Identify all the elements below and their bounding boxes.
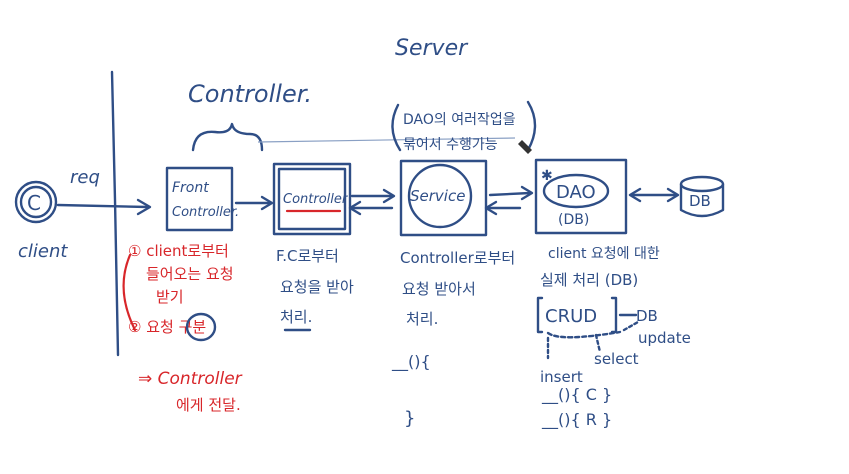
dao-note-paren-right [526,100,537,152]
front-controller-box [165,166,234,232]
front-note-6: 에게 전달. [176,396,241,414]
front-note-4: ② 요청 구분 [128,318,206,336]
controller-group-brace [191,122,264,152]
service-code-1: __(){ [391,352,431,372]
client-circle-outer [14,180,58,224]
client-circle-letter: C [27,191,41,215]
controller-note-1: F.C로부터 [276,247,339,265]
front-note-3: 받기 [156,288,184,306]
service-code-2: } [404,408,415,429]
dao-note-line-2: 묶어서 수행가능 [403,137,498,153]
dao-to-service-arrow-head [484,200,498,216]
dao-db-arrow-head-left [628,187,642,203]
service-circle [407,163,473,229]
server-boundary-line [110,70,120,357]
service-box-label: Service [410,187,465,205]
crud-db-label: DB [636,307,658,325]
service-box [399,159,488,237]
update-label: update [638,329,691,347]
server-title: Server [395,36,469,61]
select-dashed-line [594,333,602,354]
front-controller-label-2: Controller. [172,205,239,220]
db-label: DB [689,192,711,210]
front-note-2: 들어오는 요청 [146,265,234,283]
crud-bracket-right [610,296,618,334]
front-note-bracket [122,253,137,332]
dao-code-2: __(){ R } [541,410,612,430]
front-note-1: ① client로부터 [128,242,229,260]
dao-note-paren-left [391,103,402,152]
service-note-3: 처리. [406,310,438,328]
req-arrow-head [136,198,152,216]
controller-box-label: Controller [283,192,349,207]
controller-note-2: 요청을 받아 [280,278,354,296]
dao-db-arrow-head-right [666,187,680,203]
crud-bracket-left [536,296,544,334]
dao-db-label: (DB) [558,212,589,228]
service-note-1: Controller로부터 [400,249,515,267]
dao-box [534,158,628,235]
insert-label: insert [540,368,583,386]
dao-ellipse [542,173,610,209]
front-note-circle-mark [185,312,217,342]
fc-to-controller-arrow-head [260,195,274,211]
pen-cursor-icon [518,140,532,154]
service-note-2: 요청 받아서 [402,280,476,298]
service-to-dao-arrow [488,191,532,197]
service-to-dao-arrow-head [520,185,534,201]
dao-code-1: __(){ C } [541,385,612,405]
crud-label: CRUD [545,306,597,327]
crud-dashed-curve [546,330,622,339]
controller-box-outer [272,162,352,236]
controller-box-inner [277,167,347,231]
pen-stroke-line [257,137,516,143]
front-controller-label-1: Front [172,180,209,196]
client-label: client [18,241,68,262]
req-label: req [70,167,100,188]
db-cylinder-body [679,182,725,218]
controller-note-3: 처리. [280,308,312,326]
dao-note-1: client 요청에 대한 [548,246,660,262]
controller-group-label: Controller. [188,80,312,108]
dao-star-icon: ✱ [541,168,553,184]
update-dashed-line [622,320,640,332]
service-to-controller-arrow-head [348,200,362,216]
dao-note-line-1: DAO의 여러작업을 [403,112,516,128]
db-cylinder-top [679,175,725,193]
front-note-5: ⇒ Controller [138,369,243,389]
req-arrow-line [56,203,150,209]
dao-box-label: DAO [556,182,596,203]
client-circle-inner [19,185,53,219]
select-label: select [594,350,639,368]
controller-to-service-arrow-head [382,188,396,204]
dao-note-2: 실제 처리 (DB) [540,271,638,289]
